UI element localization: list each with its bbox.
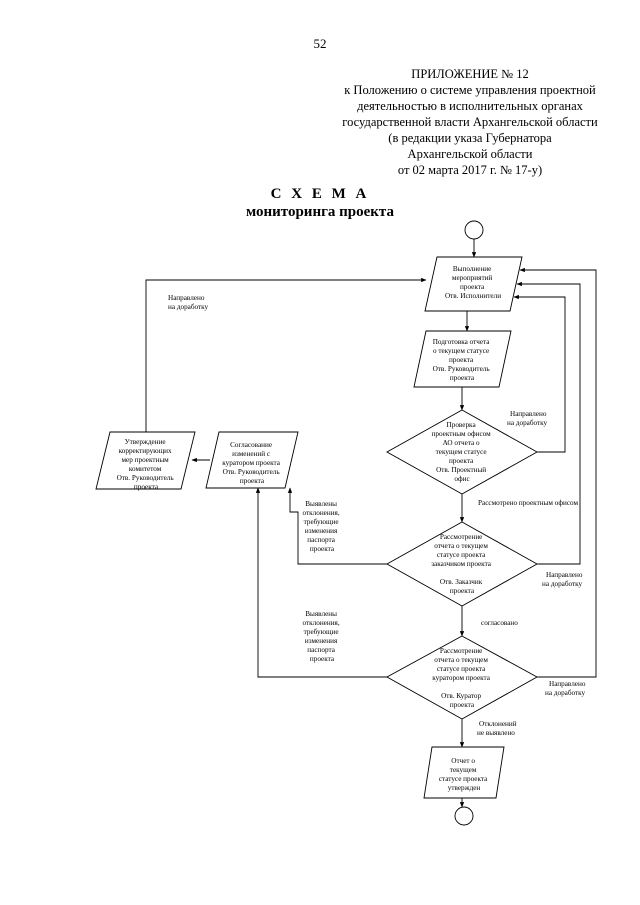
prepare-node-text: Подготовка отчета о текущем статусе прое… bbox=[433, 338, 492, 382]
corrective-node-text: Утверждение корректирующих мер проектным… bbox=[117, 438, 176, 491]
diagram-subtitle: мониторинга проекта bbox=[245, 204, 394, 220]
label-deviations-2: Выявлены отклонения, требующие изменения… bbox=[303, 610, 342, 663]
approved-node-shape bbox=[423, 746, 505, 799]
curator-decision-text: Рассмотрение отчета о текущем статусе пр… bbox=[432, 647, 492, 709]
execute-node-shape bbox=[424, 256, 523, 312]
page-number: 52 bbox=[313, 36, 327, 51]
loop-corrective-return bbox=[145, 277, 427, 432]
agreement-node-shape bbox=[205, 431, 299, 489]
appendix-line: (в редакции указа Губернатора bbox=[388, 131, 552, 145]
loop-curator-deviation bbox=[255, 487, 387, 678]
label-returned-customer: Направлено на доработку bbox=[542, 571, 584, 588]
appendix-header: ПРИЛОЖЕНИЕ № 12 к Положению о системе уп… bbox=[300, 66, 640, 178]
label-returned-check: Направлено на доработку bbox=[507, 410, 548, 427]
approved-node-text: Отчет о текущем статусе проекта утвержде… bbox=[439, 757, 489, 792]
agreement-node-text: Согласование изменений с куратором проек… bbox=[222, 441, 282, 485]
label-returned-top: Направлено на доработку bbox=[168, 294, 209, 311]
label-reviewed: Рассмотрено проектным офисом bbox=[478, 499, 578, 507]
loop-customer-deviation bbox=[287, 487, 387, 565]
customer-decision-text: Рассмотрение отчета о текущем статусе пр… bbox=[431, 533, 493, 595]
end-terminal bbox=[454, 806, 474, 826]
label-returned-curator: Направлено на доработку bbox=[545, 680, 587, 697]
label-deviations-1: Выявлены отклонения, требующие изменения… bbox=[303, 500, 342, 553]
appendix-line: государственной власти Архангельской обл… bbox=[342, 115, 598, 129]
loop-customer-return bbox=[516, 281, 581, 565]
appendix-line: к Положению о системе управления проектн… bbox=[344, 83, 596, 97]
label-agreed: согласовано bbox=[481, 619, 518, 627]
corrective-node-shape bbox=[95, 431, 196, 490]
start-terminal bbox=[464, 220, 484, 240]
appendix-line: деятельностью в исполнительных органах bbox=[357, 99, 583, 113]
prepare-node-shape bbox=[413, 330, 512, 388]
appendix-line: от 02 марта 2017 г. № 17-у) bbox=[397, 163, 543, 177]
appendix-line: Архангельской области bbox=[407, 147, 533, 161]
diagram-title: С Х Е М А bbox=[270, 186, 370, 202]
label-no-deviations: Отклонений не выявлено bbox=[477, 720, 518, 737]
loop-check-return bbox=[513, 294, 566, 453]
appendix-line: ПРИЛОЖЕНИЕ № 12 bbox=[411, 67, 529, 81]
execute-node-text: Выполнение мероприятий проекта Отв. Испо… bbox=[445, 265, 501, 300]
check-decision-text: Проверка проектным офисом АО отчета о те… bbox=[432, 421, 493, 483]
loop-curator-return bbox=[519, 267, 597, 678]
